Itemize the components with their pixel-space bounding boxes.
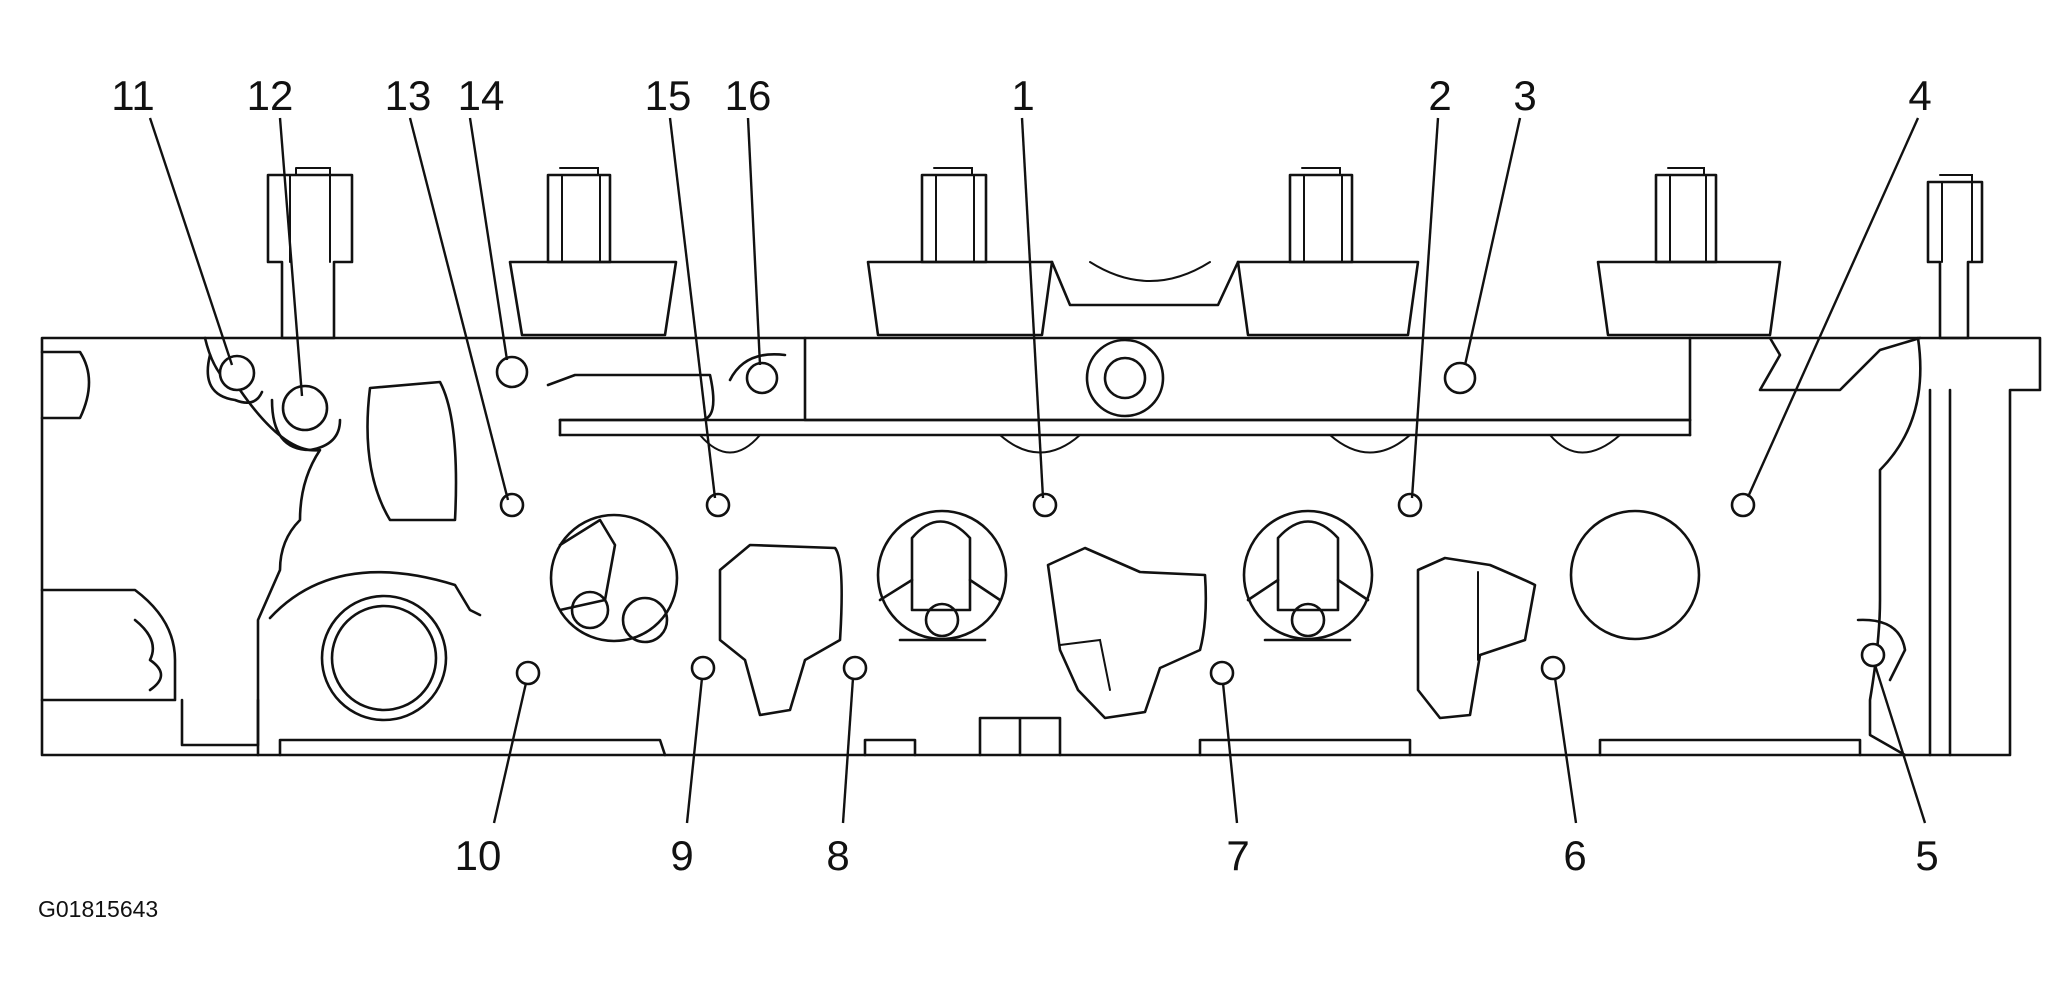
callout-9: 9 xyxy=(670,832,693,879)
ports xyxy=(549,509,1701,720)
bolt-hole-1 xyxy=(1032,492,1058,518)
callout-3: 3 xyxy=(1513,72,1536,119)
callout-11: 11 xyxy=(111,72,155,119)
figure-code: G01815643 xyxy=(38,896,158,922)
bolt-hole-12 xyxy=(281,384,329,432)
callout-6: 6 xyxy=(1563,832,1586,879)
bolt-hole-6 xyxy=(1540,655,1566,681)
bolt-hole-11 xyxy=(218,354,256,392)
bolt-hole-10 xyxy=(515,660,541,686)
bolt-hole-13 xyxy=(499,492,525,518)
callout-13: 13 xyxy=(385,72,432,119)
cylinder-head-body xyxy=(40,336,2042,757)
bolt-hole-14 xyxy=(495,355,529,389)
callout-8: 8 xyxy=(826,832,849,879)
bolt-holes xyxy=(206,353,1907,686)
bolt-hole-15 xyxy=(705,492,731,518)
callout-1: 1 xyxy=(1011,72,1034,119)
bolt-hole-7 xyxy=(1209,660,1235,686)
callout-10: 10 xyxy=(455,832,502,879)
callout-5: 5 xyxy=(1915,832,1938,879)
callout-16: 16 xyxy=(725,72,772,119)
leader-lines xyxy=(148,117,1927,824)
cam-cap-towers xyxy=(266,167,1984,340)
bolt-hole-4 xyxy=(1730,492,1756,518)
callout-4: 4 xyxy=(1908,72,1931,119)
bolt-hole-3 xyxy=(1443,361,1477,395)
callout-2: 2 xyxy=(1428,72,1451,119)
callout-7: 7 xyxy=(1226,832,1249,879)
bolt-hole-8 xyxy=(842,655,868,681)
bolt-hole-16 xyxy=(745,361,779,395)
bolt-hole-2 xyxy=(1397,492,1423,518)
callout-12: 12 xyxy=(247,72,294,119)
callout-15: 15 xyxy=(645,72,692,119)
bolt-hole-9 xyxy=(690,655,716,681)
callout-labels: 11 12 13 14 15 16 1 2 3 4 10 9 8 7 6 5 xyxy=(111,72,1938,879)
bolt-hole-5 xyxy=(1860,642,1886,668)
callout-14: 14 xyxy=(458,72,505,119)
